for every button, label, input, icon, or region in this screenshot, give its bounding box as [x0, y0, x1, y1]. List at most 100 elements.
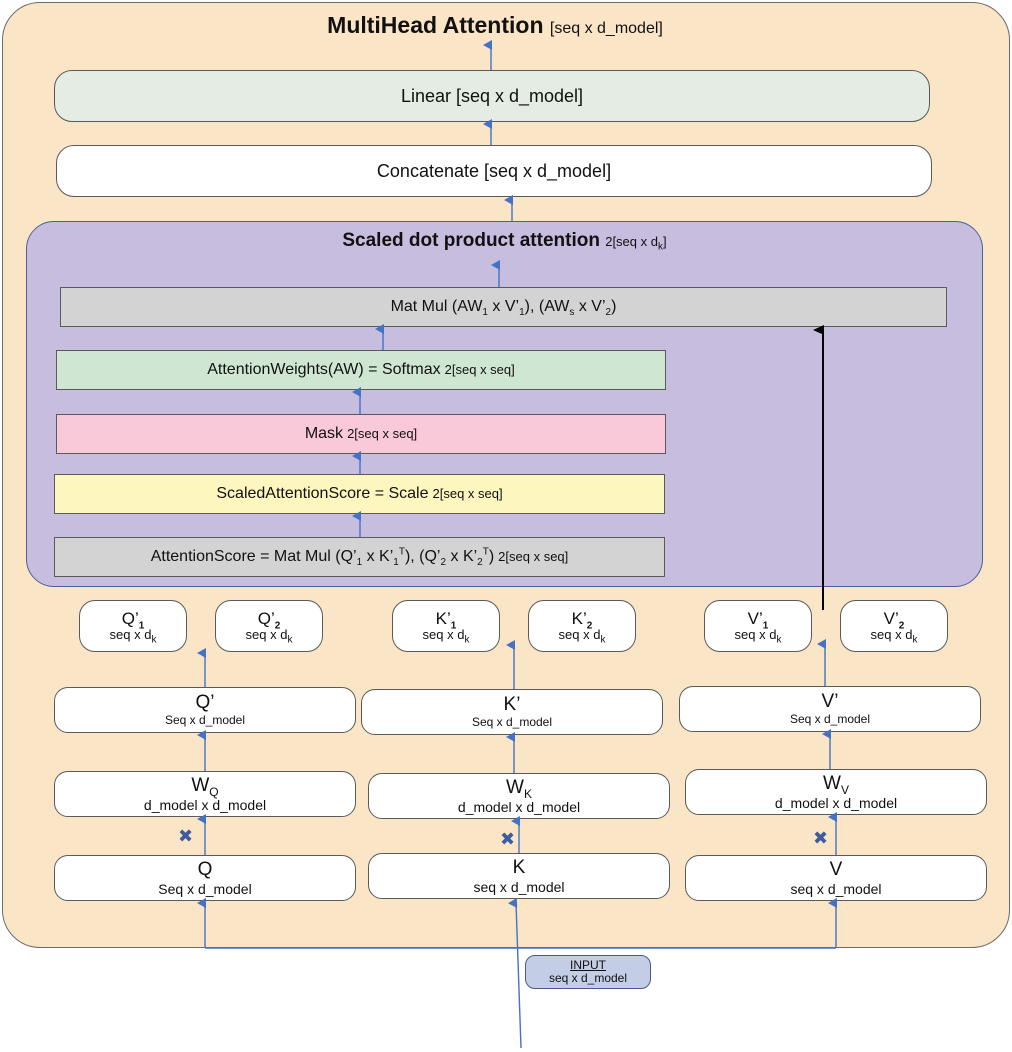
concatenate-dims: [seq x d_model] — [484, 160, 612, 181]
head-q1: Q’1 seq x dk — [79, 600, 187, 652]
head-q1-name: Q’1 — [121, 608, 145, 632]
head-v2-name: V’2 — [883, 608, 905, 632]
weight-k-name: WK — [506, 777, 532, 800]
score-sub: 1 — [356, 556, 363, 568]
head-v2-dims: seq x dk — [871, 627, 918, 646]
matmul-sub: 2 — [605, 306, 612, 318]
head-dims-sub: k — [151, 634, 157, 646]
weight-v-dims: d_model x d_model — [774, 794, 898, 811]
multiply-icon-q: ✖ — [178, 826, 194, 846]
multiply-icon-v: ✖ — [813, 828, 829, 848]
weight-name: W — [191, 775, 210, 797]
sdpa-dims-sub: k — [657, 241, 663, 253]
scaled-score-label: ScaledAttentionScore = Scale — [216, 484, 429, 502]
head-v1-name: V’1 — [747, 608, 769, 632]
matmul-part: ) — [611, 297, 617, 315]
score-sub: 2 — [477, 556, 483, 568]
head-name: V’ — [747, 608, 763, 628]
sdpa-dims-prefix: 2[seq x d — [605, 234, 658, 249]
matmul-part: Mat Mul (AW — [390, 297, 483, 315]
input-q-name: Q — [197, 859, 213, 881]
weight-v-box: WV d_model x d_model — [685, 769, 987, 815]
head-dims: seq x d — [422, 627, 465, 643]
head-sub: 1 — [762, 620, 769, 632]
matmul-part: x V’ — [574, 297, 606, 315]
diagram-title: MultiHead Attention [seq x d_model] — [0, 12, 990, 39]
head-dims-sub: k — [776, 634, 782, 646]
head-name: K’ — [571, 608, 587, 628]
weight-q-box: WQ d_model x d_model — [54, 771, 356, 817]
projected-k-box: K’ Seq x d_model — [361, 689, 663, 735]
matmul-part: x V’ — [487, 297, 520, 315]
attention-weights-dims: 2[seq x seq] — [444, 361, 515, 377]
head-name: V’ — [883, 608, 899, 628]
score-sup: T — [482, 546, 489, 558]
head-sub: 2 — [898, 620, 905, 632]
input-dims: seq x d_model — [548, 971, 628, 985]
head-v1-dims: seq x dk — [735, 627, 782, 646]
head-dims-sub: k — [287, 634, 293, 646]
head-k1: K’1 seq x dk — [392, 600, 500, 652]
weight-k-dims: d_model x d_model — [457, 798, 581, 815]
score-part: x K’ — [362, 547, 394, 565]
head-dims-sub: k — [600, 634, 606, 646]
head-name: Q’ — [257, 608, 275, 628]
head-q2-name: Q’2 — [257, 608, 281, 632]
matmul-label: Mat Mul (AW1 x V’1), (AWs x V’2) — [390, 297, 617, 318]
score-part: ), (Q’ — [404, 547, 441, 565]
input-k-name: K — [512, 857, 526, 879]
attention-score-box: AttentionScore = Mat Mul (Q’1 x K’1T), (… — [54, 537, 665, 577]
input-box: INPUT seq x d_model — [525, 955, 651, 989]
head-dims-sub: k — [912, 634, 918, 646]
head-sub: 2 — [274, 620, 281, 632]
matmul-part: ), (AW — [524, 297, 570, 315]
head-k2: K’2 seq x dk — [528, 600, 636, 652]
head-q2-dims: seq x dk — [246, 627, 293, 646]
head-name: K’ — [435, 608, 451, 628]
attention-weights-label: AttentionWeights(AW) = Softmax — [207, 360, 441, 378]
projected-v-dims: Seq x d_model — [789, 712, 871, 727]
head-sub: 1 — [138, 620, 145, 632]
sdpa-title: Scaled dot product attention 2[seq x dk] — [26, 230, 983, 252]
head-v1: V’1 seq x dk — [704, 600, 812, 652]
head-dims: seq x d — [558, 627, 601, 643]
mask-label: Mask — [304, 424, 344, 442]
weight-sub: Q — [209, 784, 219, 799]
attention-score-label: AttentionScore = Mat Mul (Q’1 x K’1T), (… — [150, 546, 494, 568]
input-k-box: K seq x d_model — [368, 853, 670, 899]
head-name: Q’ — [121, 608, 139, 628]
weight-q-dims: d_model x d_model — [143, 796, 267, 813]
head-k1-name: K’1 — [435, 608, 457, 632]
head-dims: seq x d — [109, 627, 152, 643]
sdpa-title-dims: 2[seq x dk] — [605, 234, 666, 252]
input-v-dims: seq x d_model — [790, 880, 882, 897]
head-q1-dims: seq x dk — [109, 627, 157, 646]
head-dims-sub: k — [464, 634, 470, 646]
head-v2: V’2 seq x dk — [840, 600, 948, 652]
attention-score-dims: 2[seq x seq] — [498, 548, 569, 564]
score-part: x K’ — [446, 547, 478, 565]
weight-name: W — [506, 777, 524, 799]
input-k-dims: seq x d_model — [473, 878, 565, 895]
head-k2-name: K’2 — [571, 608, 593, 632]
score-sub: 2 — [440, 556, 447, 568]
mask-dims: 2[seq x seq] — [347, 425, 418, 441]
diagram-title-dims: [seq x d_model] — [549, 20, 663, 37]
head-sub: 2 — [586, 620, 593, 632]
multiply-icon-k: ✖ — [500, 829, 516, 849]
weight-name: W — [823, 773, 841, 795]
projected-k-name: K’ — [503, 694, 521, 716]
head-sub: 1 — [450, 620, 457, 632]
linear-dims: [seq x d_model] — [455, 85, 584, 106]
score-part: AttentionScore = Mat Mul (Q’ — [150, 547, 357, 565]
matmul-sub: 1 — [482, 306, 488, 318]
input-q-box: Q Seq x d_model — [54, 855, 356, 901]
sdpa-title-text: Scaled dot product attention — [342, 230, 600, 251]
diagram-title-main: MultiHead Attention — [327, 12, 544, 38]
matmul-sub: s — [569, 306, 575, 318]
linear-box: Linear [seq x d_model] — [54, 70, 930, 122]
